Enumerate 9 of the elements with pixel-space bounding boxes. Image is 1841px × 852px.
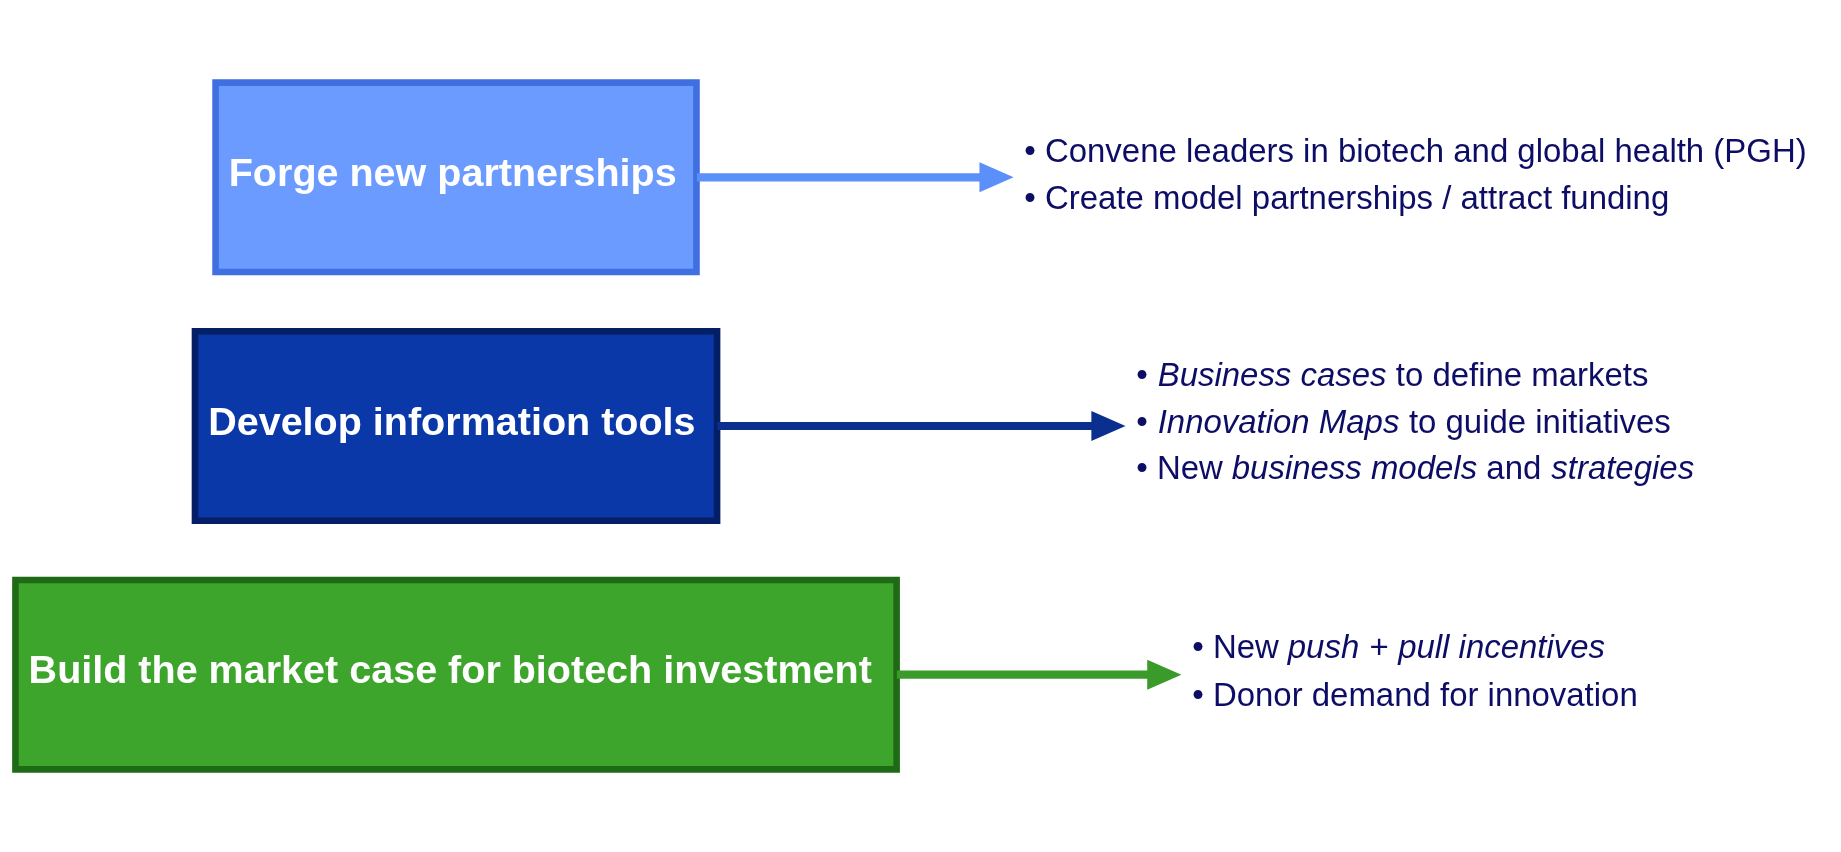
node-box: Build the market case for biotech investment <box>12 576 900 773</box>
arrow <box>896 659 1182 690</box>
node-box: Develop information tools <box>191 328 721 524</box>
node-text: • New push + pull incentives • Donor demand for innovation <box>1192 628 1638 713</box>
node-text: • Convene leaders in biotech and global health (PGH) • Create model partnerships / attract funding <box>1024 132 1807 216</box>
arrow <box>717 411 1126 441</box>
node-box: Forge new partnerships <box>212 79 700 276</box>
arrow <box>696 162 1014 193</box>
node-text: • Business cases to define markets • Innovation Maps to guide initiatives • New business models and strategies <box>1136 356 1695 486</box>
